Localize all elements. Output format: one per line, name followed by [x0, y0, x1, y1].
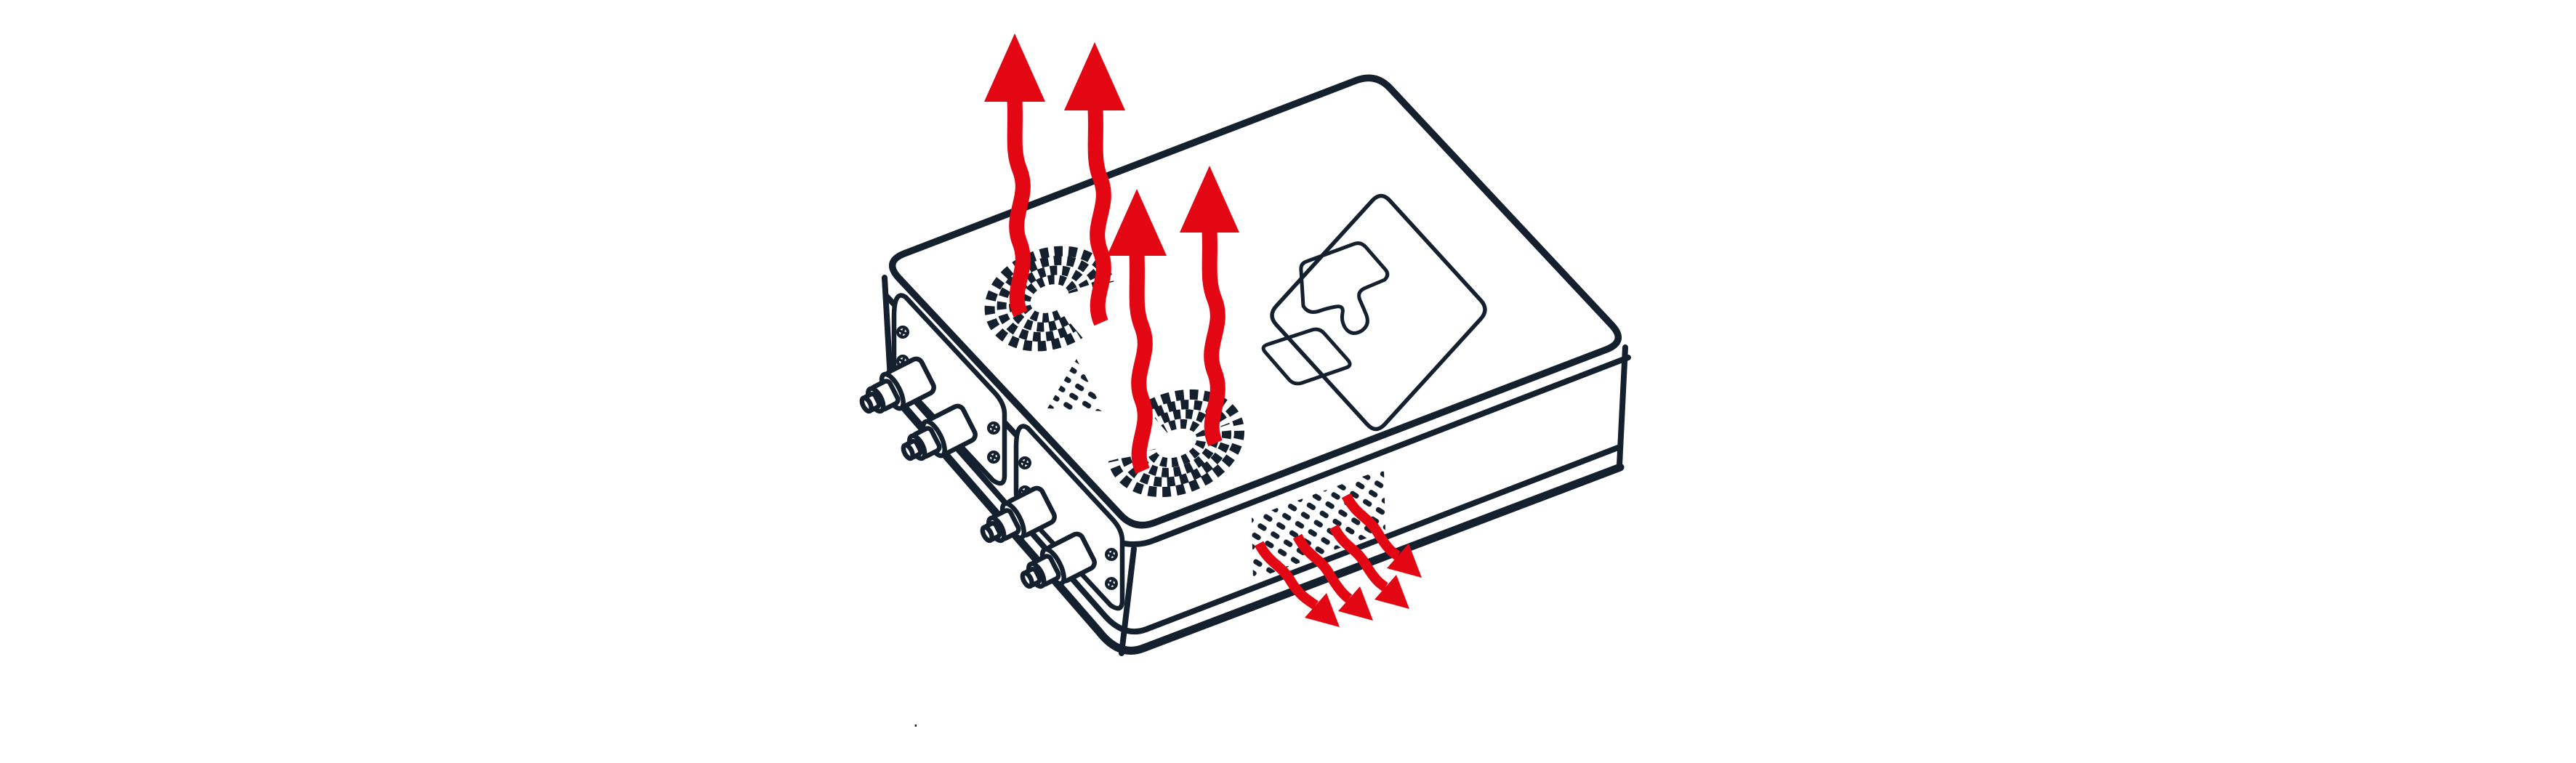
logo-inner-mark [1299, 241, 1390, 335]
enclosure-right-corner-edge [1617, 344, 1628, 468]
down-arrow-head [1305, 593, 1340, 627]
caption-dot: . [913, 711, 919, 731]
enclosure-base-rim-lower [887, 388, 1625, 655]
enclosure-front-corner-edge [1119, 546, 1137, 656]
enclosure-top-face [889, 74, 1622, 529]
down-arrow-head [1338, 586, 1373, 621]
down-arrow-head [1387, 544, 1422, 578]
up-arrow-head [984, 33, 1045, 102]
front-airflow-arrows [1254, 493, 1422, 627]
up-arrow-stem [1087, 108, 1111, 326]
up-arrow-head [1064, 42, 1125, 110]
down-arrow-stem [1329, 524, 1388, 592]
down-arrow-stem [1292, 533, 1353, 603]
enclosure-base-rim-upper [887, 370, 1621, 635]
up-arrow-stem [1129, 254, 1153, 475]
down-arrow-stem [1254, 541, 1319, 610]
up-arrow-head [1180, 166, 1239, 233]
down-arrow-head [1374, 575, 1409, 609]
up-arrow-head [1107, 189, 1167, 256]
brand-logo [1261, 193, 1487, 432]
up-arrow-stem [1007, 100, 1031, 318]
up-arrow-stem [1202, 230, 1225, 447]
top-vent-triangle-patch [1047, 359, 1104, 411]
top-airflow-arrows [984, 33, 1239, 475]
vent-opening [1050, 278, 1129, 357]
enclosure [882, 74, 1631, 656]
logo-outer-square [1270, 193, 1487, 432]
logo-small-square [1261, 327, 1352, 386]
down-arrow-stem [1341, 493, 1401, 560]
